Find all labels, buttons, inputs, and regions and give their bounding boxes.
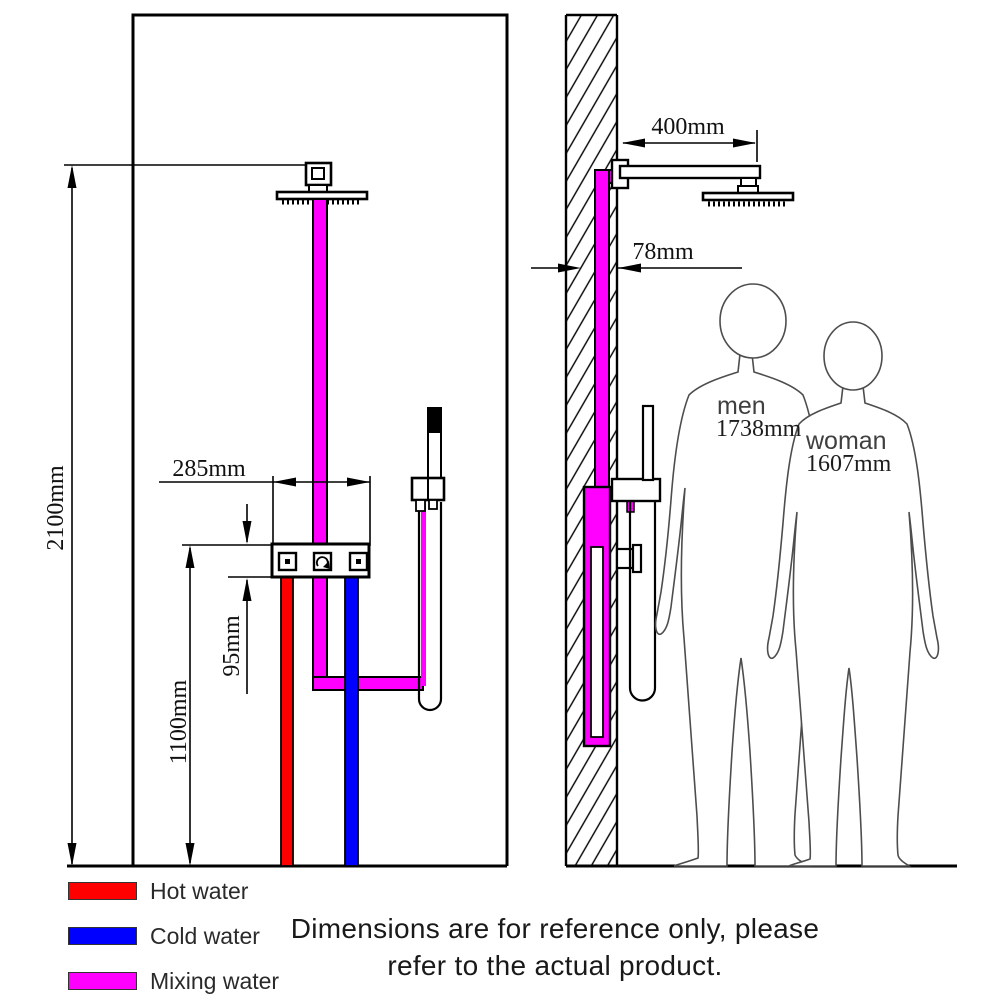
legend-label-cold-water: Cold water — [150, 923, 260, 949]
mixing-pipe-horizontal — [312, 676, 424, 691]
head-connector-upper — [740, 177, 757, 187]
arrowhead-down — [185, 843, 195, 866]
right-view — [531, 13, 957, 868]
arrowhead-left — [273, 477, 296, 487]
handset-body — [427, 431, 442, 480]
dimension-2100 — [67, 165, 77, 866]
arrowhead-left — [618, 263, 641, 273]
arrowhead-right — [733, 138, 756, 148]
dimension-400 — [622, 130, 758, 162]
notice-line-2: refer to the actual product. — [387, 950, 723, 981]
ceiling-mount-inner — [311, 167, 325, 180]
hand-shower-right — [610, 404, 662, 702]
handset-body — [641, 404, 655, 482]
hose-loop — [417, 502, 443, 712]
head-plate — [275, 190, 369, 201]
dimension-label-1100: 1100mm — [166, 679, 192, 765]
arrowhead-down — [242, 521, 252, 544]
hot-water-pipe — [280, 576, 294, 867]
arrowhead-left — [622, 138, 645, 148]
dimension-label-78: 78mm — [632, 239, 694, 265]
dimension-285 — [159, 476, 371, 546]
legend-swatch-hot-water — [68, 882, 137, 900]
woman-label: woman — [806, 427, 887, 455]
diverter-arrowhead — [323, 561, 330, 569]
arrowhead-right — [558, 263, 581, 273]
dimension-label-95: 95mm — [219, 615, 245, 677]
holder-foot-left — [415, 499, 426, 512]
valve-handle-cap — [631, 543, 643, 574]
legend-label-mixing-water: Mixing water — [150, 968, 280, 994]
woman-figure-head — [823, 321, 883, 391]
dimension-label-400: 400mm — [651, 114, 725, 140]
handset-grip — [427, 407, 442, 432]
dimension-label-285: 285mm — [172, 456, 246, 482]
valve-knob-hot-dot — [285, 559, 290, 564]
legend-swatch-mixing-water — [68, 972, 137, 990]
legend-swatch-cold-water — [68, 927, 137, 945]
holder-foot-right — [428, 499, 438, 510]
handset-holder — [610, 477, 662, 503]
hand-shower-left — [410, 407, 446, 712]
valve-knob-cold-dot — [356, 559, 361, 564]
reference-notice: Dimensions are for reference only, pleas… — [250, 910, 860, 984]
shower-enclosure-frame — [131, 13, 509, 866]
dimension-1100 — [185, 545, 195, 866]
cold-water-pipe — [344, 576, 359, 867]
arrowhead-up — [185, 545, 195, 568]
embedded-valve — [582, 485, 643, 748]
thermostatic-valve — [270, 542, 371, 579]
arrowhead-up — [67, 165, 77, 188]
arrowhead-down — [67, 843, 77, 866]
height-reference-figures — [654, 283, 940, 867]
dimension-78 — [531, 263, 742, 273]
dimension-label-2100: 2100mm — [43, 465, 69, 551]
arrowhead-up — [242, 578, 252, 601]
rain-shower-head-right — [610, 158, 795, 207]
woman-figure-body — [766, 385, 940, 867]
mixing-pipe-wall — [594, 169, 610, 493]
man-height-label: 1738mm — [716, 416, 802, 442]
dimension-95 — [182, 504, 272, 694]
mixing-pipe-below-valve — [312, 576, 328, 691]
legend-label-hot-water: Hot water — [150, 878, 249, 904]
rain-shower-head-left — [275, 161, 369, 205]
valve-slot — [590, 546, 604, 738]
man-label: men — [717, 392, 766, 420]
woman-height-label: 1607mm — [806, 451, 892, 477]
arrowhead-right — [347, 477, 370, 487]
notice-line-1: Dimensions are for reference only, pleas… — [290, 913, 820, 944]
man-figure-head — [719, 283, 787, 359]
head-plate — [701, 191, 795, 202]
hose-loop — [628, 502, 657, 702]
mixing-pipe-drop — [312, 198, 328, 546]
shower-arm — [618, 164, 762, 180]
left-view — [64, 13, 509, 868]
